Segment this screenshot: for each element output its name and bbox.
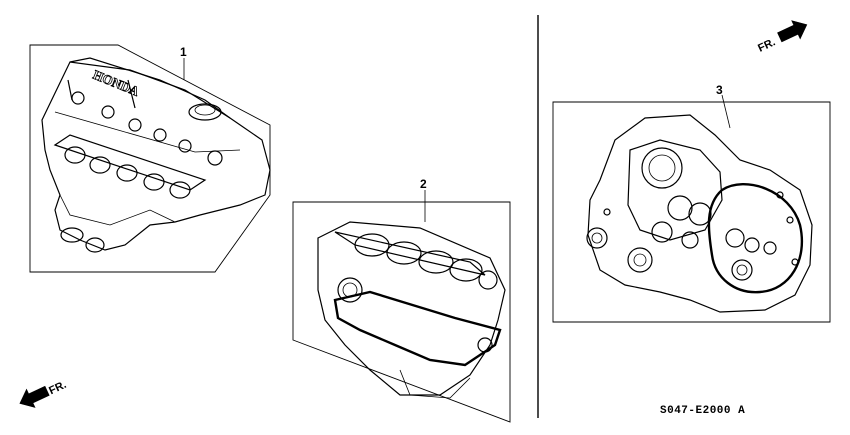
cylinder-head-outline xyxy=(41,61,271,251)
direction-label: FR. xyxy=(756,36,777,54)
kit-1-frame xyxy=(29,44,271,273)
drain-plug-washer xyxy=(477,337,493,353)
kit-1-cylinder-head-gasket-kit: HONDA 1 xyxy=(29,44,271,273)
cylinder-bores xyxy=(354,233,483,282)
head-bolt xyxy=(127,79,136,109)
shaft-seal-right xyxy=(731,259,753,281)
callout-1: 1 xyxy=(180,45,187,59)
valve-stem-seals xyxy=(71,91,223,166)
small-oil-seal xyxy=(478,270,498,290)
head-gasket xyxy=(53,134,207,191)
small-gasket xyxy=(85,237,105,253)
callout-3-leader xyxy=(721,94,731,129)
front-arrow-icon xyxy=(777,20,808,43)
main-bore xyxy=(641,147,683,189)
oil-filler-cap xyxy=(188,103,222,121)
port-rings xyxy=(64,146,191,199)
front-arrow-icon xyxy=(19,385,50,408)
small-gasket xyxy=(60,227,84,243)
callout-2: 2 xyxy=(420,177,427,191)
oil-pan-outline xyxy=(399,369,471,399)
direction-label: FR. xyxy=(47,379,68,397)
o-rings xyxy=(651,195,777,255)
case-gasket xyxy=(707,183,804,294)
head-cover-edge xyxy=(54,111,241,153)
head-cover-top xyxy=(69,57,231,119)
kit-3-frame xyxy=(552,101,831,323)
direction-mark-top-right: FR. xyxy=(756,20,808,55)
case-inner-cover xyxy=(627,139,723,241)
head-bolt xyxy=(67,79,73,101)
shaft-seal-bottom xyxy=(627,247,653,273)
transmission-case-outline xyxy=(587,114,813,313)
oil-pan-gasket xyxy=(333,290,502,367)
direction-mark-bottom-left: FR. xyxy=(19,379,68,408)
manifold-outline xyxy=(59,194,176,226)
callout-3: 3 xyxy=(716,83,723,97)
kit-3-transmission-gasket-kit: 3 xyxy=(552,83,831,323)
kit-2-short-block-gasket-kit: 2 xyxy=(292,177,511,423)
drawing-code: S047-E2000 A xyxy=(660,405,745,417)
shaft-seal-left xyxy=(586,227,608,249)
block-head-gasket xyxy=(334,231,486,276)
engine-block-outline xyxy=(317,221,506,396)
crank-oil-seal xyxy=(337,277,363,303)
kit-2-frame xyxy=(292,201,511,423)
